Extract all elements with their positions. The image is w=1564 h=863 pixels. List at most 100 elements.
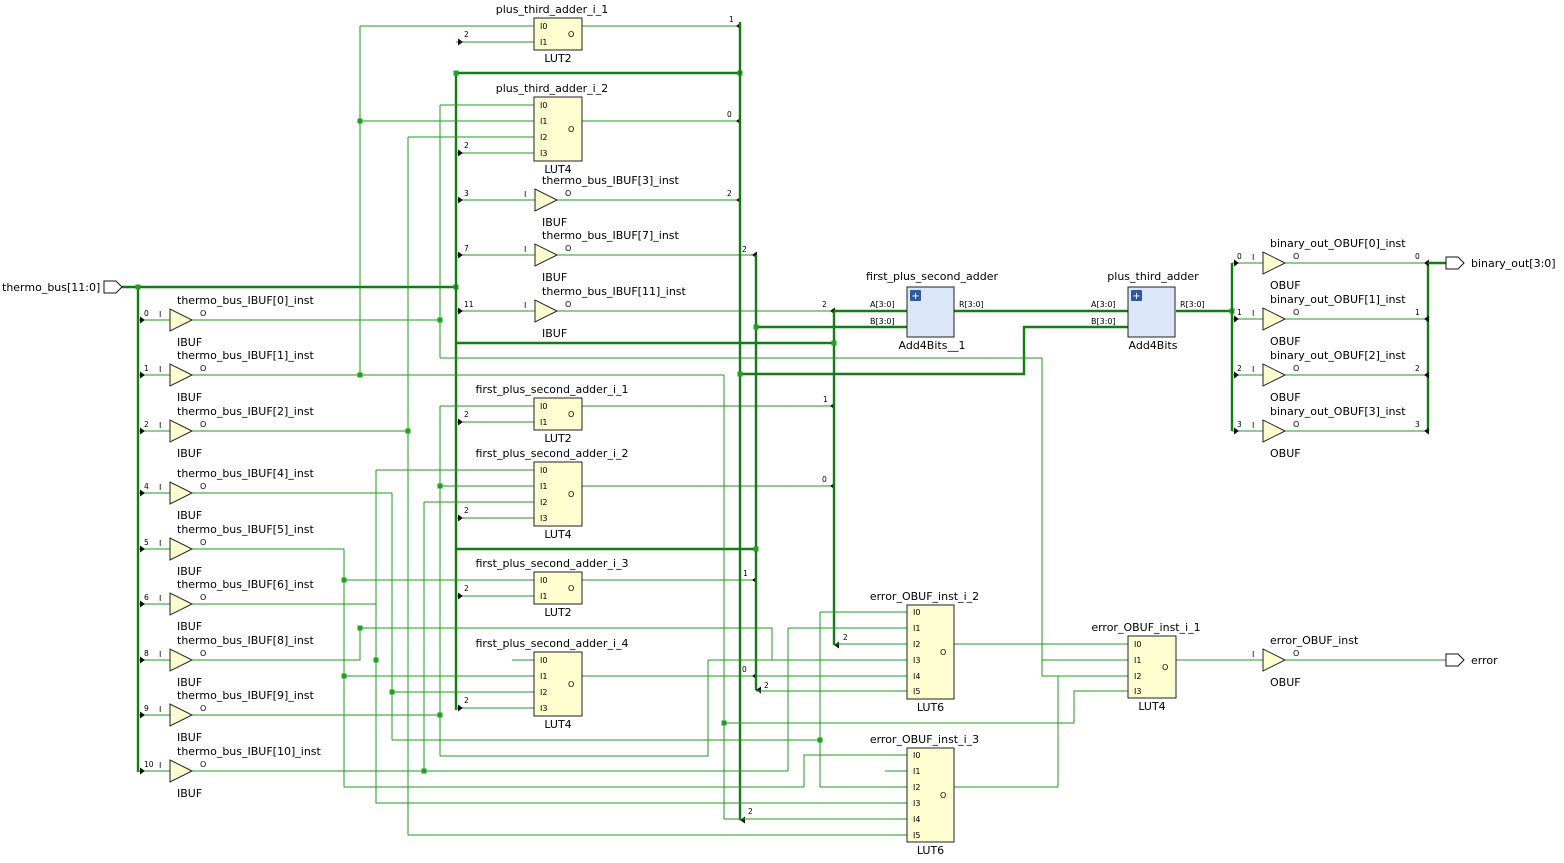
net bbox=[440, 357, 1043, 676]
pin-label: O bbox=[200, 760, 206, 769]
cell-type-label: OBUF bbox=[1270, 335, 1301, 348]
cell-type-label: LUT2 bbox=[544, 432, 571, 445]
pin-label: I0 bbox=[1134, 640, 1141, 649]
output-port-icon[interactable] bbox=[1445, 653, 1465, 667]
cell-type-label: OBUF bbox=[1270, 391, 1301, 404]
pin-arrow bbox=[140, 316, 145, 324]
pin-arrow bbox=[1424, 371, 1429, 379]
bus-bit-index: 0 bbox=[1237, 252, 1242, 261]
adder-cell[interactable]: +plus_third_adderAdd4BitsA[3:0]B[3:0]R[3… bbox=[1091, 270, 1205, 352]
pin-label: O bbox=[1162, 663, 1168, 672]
net-junction bbox=[357, 118, 363, 124]
pin-arrow bbox=[140, 767, 145, 775]
pin-label: O bbox=[1293, 364, 1299, 373]
bus-bit-index: 0 bbox=[1415, 252, 1420, 261]
pin-label: O bbox=[200, 538, 206, 547]
net bbox=[724, 690, 1128, 724]
cell-instance-name: plus_third_adder bbox=[1107, 270, 1199, 283]
cell-type-label: LUT2 bbox=[544, 52, 571, 65]
net-junction bbox=[341, 577, 347, 583]
bus-bit-index: 2 bbox=[1415, 364, 1420, 373]
pin-label: I bbox=[159, 483, 161, 492]
pin-arrow bbox=[1234, 371, 1239, 379]
pin-label: I bbox=[1252, 365, 1254, 374]
pin-arrow bbox=[140, 600, 145, 608]
input-port-icon[interactable] bbox=[103, 280, 123, 294]
bus-bit-index: 2 bbox=[144, 420, 149, 429]
lut-body bbox=[533, 17, 583, 51]
cell-type-label: IBUF bbox=[177, 447, 202, 460]
pin-label: I bbox=[159, 594, 161, 603]
bus-bit-index: 9 bbox=[144, 704, 149, 713]
buffer-triangle-icon bbox=[169, 481, 194, 505]
cell-instance-name: error_OBUF_inst_i_3 bbox=[870, 733, 979, 746]
cell-type-label: IBUF bbox=[177, 509, 202, 522]
output-port-icon[interactable] bbox=[1445, 256, 1465, 270]
pin-label: R[3:0] bbox=[1180, 300, 1205, 309]
pin-label: I0 bbox=[540, 402, 547, 411]
pin-label: O bbox=[568, 490, 574, 499]
net bbox=[819, 612, 907, 788]
pin-label: O bbox=[568, 584, 574, 593]
buffer-triangle-icon bbox=[169, 537, 194, 561]
buffer-triangle-icon bbox=[534, 243, 559, 267]
bus-bit-index: 2 bbox=[464, 410, 469, 419]
pin-label: B[3:0] bbox=[870, 317, 895, 326]
bus-bit-index: 2 bbox=[822, 300, 827, 309]
buffer-triangle-icon bbox=[1262, 251, 1287, 275]
pin-label: I bbox=[524, 190, 526, 199]
buffer-triangle-icon bbox=[534, 188, 559, 212]
pin-label: I1 bbox=[540, 38, 547, 47]
pin-arrow bbox=[1234, 315, 1239, 323]
pin-arrow bbox=[1424, 259, 1429, 267]
cell-instance-name: thermo_bus_IBUF[3]_inst bbox=[542, 174, 680, 187]
pin-label: O bbox=[940, 648, 946, 657]
lut-body bbox=[906, 747, 955, 843]
plus-icon bbox=[1131, 290, 1142, 301]
bus-bit-index: 4 bbox=[144, 482, 149, 491]
pin-label: I5 bbox=[913, 831, 920, 840]
pin-label: I4 bbox=[913, 815, 920, 824]
bus-bit-index: 3 bbox=[1237, 420, 1242, 429]
pin-label: I bbox=[1252, 253, 1254, 262]
buffer-triangle-icon bbox=[169, 648, 194, 672]
net-junction bbox=[753, 546, 759, 552]
lut-body bbox=[533, 461, 583, 527]
cell-instance-name: binary_out_OBUF[2]_inst bbox=[1270, 349, 1406, 362]
cell-type-label: LUT6 bbox=[917, 701, 944, 714]
pin-label: O bbox=[1293, 252, 1299, 261]
pin-label: I1 bbox=[540, 418, 547, 427]
adder-cell[interactable]: +first_plus_second_adderAdd4Bits__1A[3:0… bbox=[866, 270, 998, 352]
bus-net bbox=[740, 325, 1128, 376]
pin-arrow bbox=[458, 149, 463, 157]
pin-label: I bbox=[1252, 421, 1254, 430]
